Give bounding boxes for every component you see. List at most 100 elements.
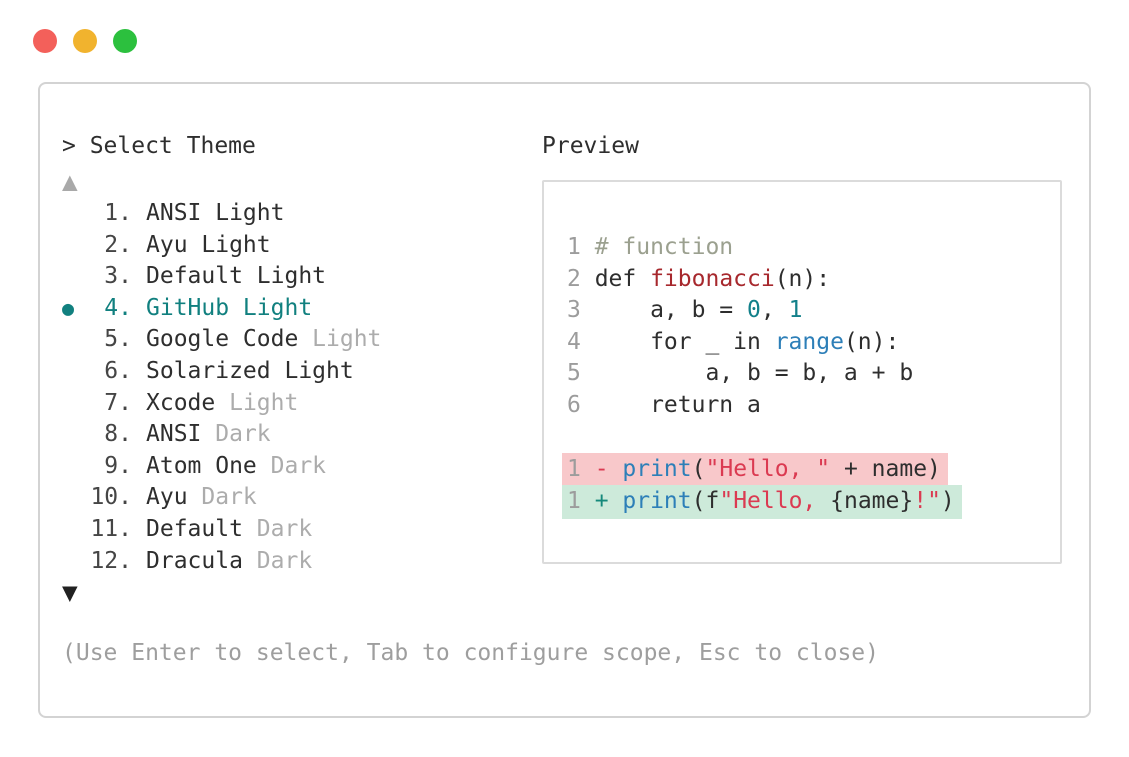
theme-item-label: Solarized Light: [146, 356, 354, 388]
code-line-content: 1+ print(f"Hello, {name}!"): [562, 484, 962, 520]
theme-selector-panel: ▲ 1. ANSI Light 2. Ayu Light 3. Default Light…: [62, 166, 879, 669]
code-token: for _ in: [594, 328, 775, 355]
marker-spacer: [62, 451, 90, 483]
code-token: Dark: [201, 484, 257, 511]
code-token: a, b = b, a + b: [594, 360, 914, 387]
code-token: ,: [760, 297, 789, 324]
code-token: (n):: [774, 265, 831, 292]
theme-list-item[interactable]: 8. ANSI Dark: [62, 419, 542, 451]
line-number: 2: [567, 265, 581, 292]
theme-list-item[interactable]: 9. Atom One Dark: [62, 451, 542, 483]
minimize-button[interactable]: [73, 29, 97, 53]
theme-item-number: 2.: [104, 231, 132, 258]
code-token: return a: [594, 391, 761, 418]
code-token: + name): [830, 456, 941, 483]
code-token: ): [940, 487, 955, 514]
code-token: {name}: [830, 487, 914, 514]
code-token: Ayu Light: [146, 231, 271, 258]
code-token: GitHub Light: [146, 294, 313, 321]
code-token: Dark: [256, 515, 313, 542]
theme-item-number: 3.: [104, 263, 132, 290]
code-line-content: 5 a, b = b, a + b: [567, 358, 913, 390]
page-title: > Select Theme: [62, 133, 256, 159]
code-token: Default: [146, 515, 257, 542]
scroll-down-icon[interactable]: ▼: [62, 578, 78, 609]
theme-list-item[interactable]: 2. Ayu Light: [62, 230, 542, 262]
theme-item-number: 10.: [90, 484, 132, 511]
code-token: "Hello, ": [705, 456, 831, 483]
zoom-button[interactable]: [113, 29, 137, 53]
code-token: ANSI Light: [146, 200, 285, 226]
theme-list-item[interactable]: 5. Google Code Light: [62, 324, 542, 356]
code-line: 1 # function: [567, 232, 1060, 264]
code-token: Google Code: [146, 326, 313, 353]
code-token: Dark: [256, 547, 313, 574]
theme-list-item[interactable]: 3. Default Light: [62, 261, 542, 293]
marker-spacer: [62, 230, 90, 262]
theme-list-item[interactable]: 1. ANSI Light: [62, 198, 542, 230]
code-token: Dark: [270, 452, 327, 479]
scroll-up-icon[interactable]: ▲: [62, 167, 78, 197]
theme-item-number: 4.: [104, 294, 132, 321]
diff-line-removed: 1- print("Hello, " + name): [562, 453, 1060, 488]
marker-spacer: [62, 388, 90, 420]
theme-list-item[interactable]: 12. Dracula Dark: [62, 546, 542, 578]
code-line: 4 for _ in range(n):: [567, 327, 1060, 359]
theme-item-label: Default Light: [146, 261, 326, 293]
theme-item-number: 11.: [90, 515, 132, 542]
theme-item-label: Google Code Light: [146, 324, 381, 356]
marker-spacer: [62, 198, 90, 230]
code-token: print: [622, 487, 692, 514]
preview-title: Preview: [542, 133, 639, 159]
code-token: -: [594, 456, 623, 483]
theme-list-item[interactable]: 6.Solarized Light: [62, 356, 542, 388]
theme-item-number: 1.: [104, 200, 132, 226]
code-line: 3 a, b = 0, 1: [567, 295, 1060, 327]
theme-item-number: 12.: [90, 547, 132, 574]
theme-item-label: GitHub Light: [146, 293, 312, 325]
line-number: 1: [567, 234, 581, 260]
diff-line-added: 1+ print(f"Hello, {name}!"): [562, 484, 1060, 520]
theme-list-item[interactable]: 7.Xcode Light: [62, 388, 542, 420]
line-number: 1: [567, 456, 581, 483]
close-button[interactable]: [33, 29, 57, 53]
theme-list-item[interactable]: 11. Default Dark: [62, 514, 542, 546]
theme-item-number: 5.: [104, 326, 132, 353]
theme-item-label: Ayu Dark: [146, 482, 257, 514]
theme-item-label: ANSI Light: [146, 198, 284, 230]
theme-list-item[interactable]: 10. Ayu Dark: [62, 482, 542, 514]
theme-item-label: ANSI Dark: [146, 419, 271, 451]
theme-item-label: Default Dark: [146, 514, 312, 546]
code-token: Default Light: [146, 263, 327, 290]
code-token: Light: [229, 389, 299, 416]
code-token: Atom One: [146, 452, 271, 479]
marker-spacer: [62, 514, 90, 546]
theme-item-number: 8.: [104, 421, 132, 448]
line-number: 4: [567, 328, 581, 355]
code-token: (n):: [843, 328, 900, 355]
code-token: Dark: [215, 421, 271, 448]
code-line: 6 return a: [567, 390, 1060, 422]
code-token: !": [913, 487, 941, 514]
keyboard-hints: (Use Enter to select, Tab to configure s…: [62, 640, 879, 667]
code-line: 5 a, b = b, a + b: [567, 358, 1060, 390]
line-number: 3: [567, 297, 581, 324]
code-token: fibonacci: [650, 265, 775, 292]
window-traffic-lights: [33, 29, 137, 53]
code-token: # function: [594, 234, 734, 260]
theme-item-number: 9.: [104, 452, 132, 479]
code-line-content: 1- print("Hello, " + name): [562, 453, 948, 488]
headers-row: > Select Theme Preview: [62, 130, 1067, 162]
theme-item-label: Xcode Light: [146, 388, 298, 420]
code-token: Solarized Light: [146, 357, 354, 384]
theme-item-label: Dracula Dark: [146, 546, 312, 578]
code-token: Ayu: [146, 484, 202, 511]
line-number: 6: [567, 391, 581, 418]
theme-list-item[interactable]: ●4.GitHub Light: [62, 293, 542, 325]
code-line-content: 6 return a: [567, 390, 761, 422]
code-line-content: 1 # function: [567, 232, 733, 264]
